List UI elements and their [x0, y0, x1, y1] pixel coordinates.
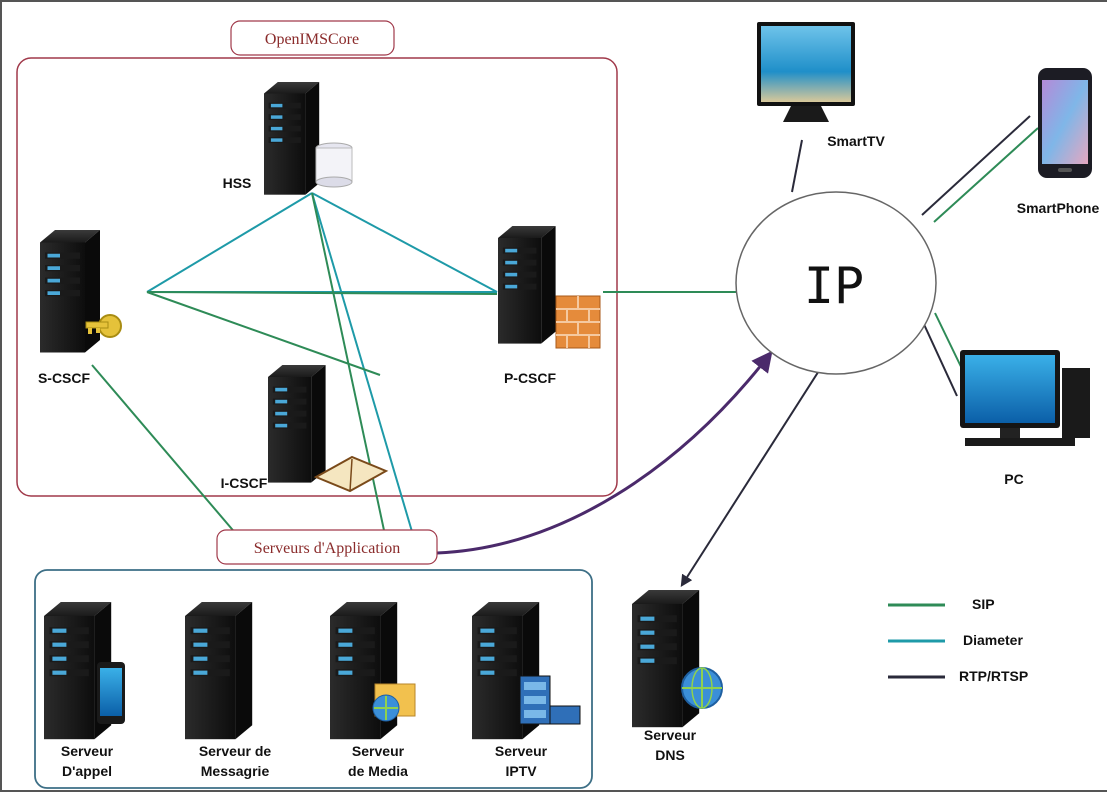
- smartphone-label: SmartPhone: [1017, 200, 1100, 216]
- app-server-media-icon: [330, 602, 416, 740]
- rtp-link-ip-dns: [680, 365, 823, 588]
- icscf-label: I-CSCF: [221, 475, 268, 491]
- ip-network-label: IP: [804, 257, 864, 315]
- ims-core-title: OpenIMSCore: [265, 31, 359, 48]
- diameter-link-hss-scscf: [146, 192, 313, 293]
- hss-server-icon: [264, 82, 353, 195]
- app-servers-title: Serveurs d'Application: [254, 540, 400, 557]
- appservers-to-ip-arrow: [436, 350, 773, 555]
- smarttv-label: SmartTV: [827, 133, 885, 149]
- app-server-iptv-icon: [472, 602, 581, 740]
- pc-label: PC: [1004, 471, 1023, 487]
- sip-link-scscf-appservers: [91, 364, 238, 536]
- app-server-media-label-line2: de Media: [348, 763, 408, 779]
- diameter-link-hss-icscf: [311, 192, 414, 536]
- sip-link-scscf-pcscf: [146, 291, 498, 295]
- app-server-call-label-line1: Serveur: [61, 743, 114, 759]
- sip-link-scscf-icscf: [146, 291, 381, 376]
- smarttv-icon: [757, 22, 855, 122]
- smartphone-icon: [1038, 68, 1092, 178]
- dns-server-icon: [632, 590, 723, 728]
- legend-diameter-label: Diameter: [963, 632, 1023, 648]
- pcscf-label: P-CSCF: [504, 370, 557, 386]
- app-server-messaging-label-line2: Messagrie: [201, 763, 270, 779]
- icscf-server-icon: [268, 365, 389, 493]
- app-server-messaging-icon: [185, 602, 253, 740]
- pc-icon: [960, 350, 1090, 446]
- app-server-media-label-line1: Serveur: [352, 743, 405, 759]
- ims-core-title-box: [230, 20, 395, 56]
- ims-core-box: [16, 57, 618, 497]
- scscf-server-icon: [40, 230, 122, 353]
- diameter-link-hss-pcscf: [311, 192, 498, 293]
- hss-label: HSS: [223, 175, 252, 191]
- app-server-messaging-label-line1: Serveur de: [199, 743, 272, 759]
- app-server-call-icon: [44, 602, 125, 740]
- rtp-link-ip-smarttv: [791, 139, 803, 193]
- sip-link-ip-smartphone: [933, 127, 1039, 223]
- rtp-link-ip-pc: [921, 319, 958, 397]
- dns-label-line1: Serveur: [644, 727, 697, 743]
- app-servers-box: [34, 569, 593, 789]
- app-server-call-label-line2: D'appel: [62, 763, 112, 779]
- app-server-iptv-label-line2: IPTV: [505, 763, 537, 779]
- legend: SIP Diameter RTP/RTSP: [888, 596, 1028, 684]
- rtp-link-ip-smartphone: [921, 115, 1031, 216]
- pcscf-server-icon: [498, 226, 601, 349]
- app-server-iptv-label-line1: Serveur: [495, 743, 548, 759]
- dns-label-line2: DNS: [655, 747, 685, 763]
- ip-network-ellipse: [735, 191, 937, 375]
- app-servers-title-box: [216, 529, 438, 565]
- legend-rtp-label: RTP/RTSP: [959, 668, 1028, 684]
- legend-sip-label: SIP: [972, 596, 995, 612]
- scscf-label: S-CSCF: [38, 370, 91, 386]
